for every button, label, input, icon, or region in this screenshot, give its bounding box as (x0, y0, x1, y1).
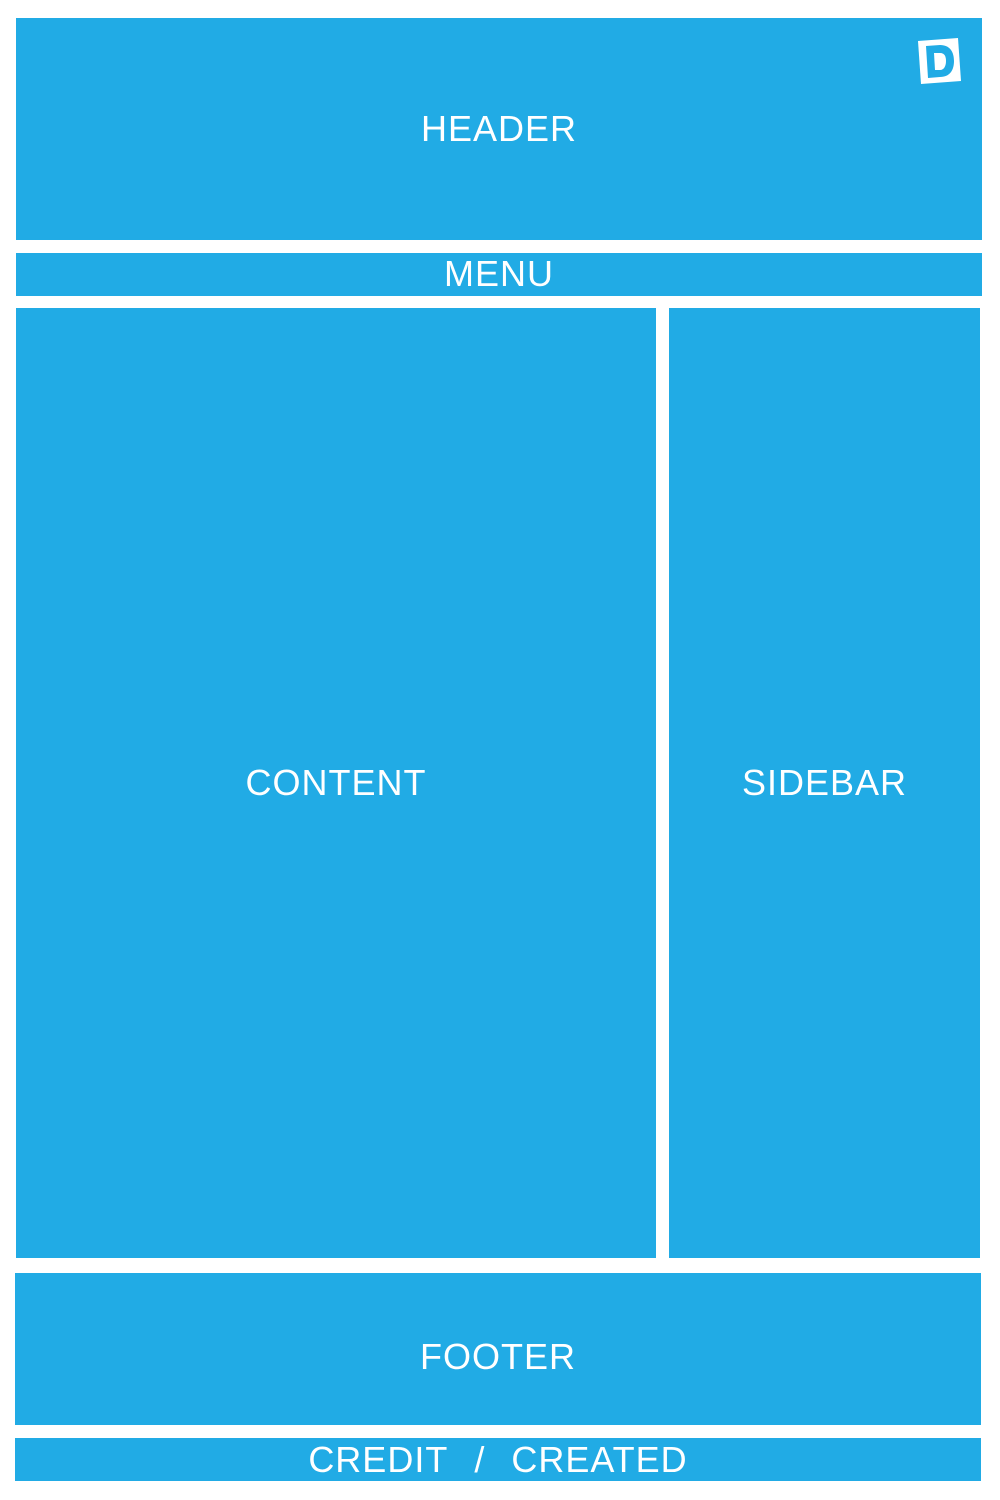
d-logo-icon (918, 38, 961, 84)
menu-block: MENU (16, 253, 982, 296)
created-label: CREATED (511, 1438, 688, 1480)
credit-block: CREDIT / CREATED (15, 1438, 981, 1481)
footer-block: FOOTER (15, 1273, 981, 1425)
credit-label: CREDIT (308, 1438, 449, 1480)
menu-label: MENU (444, 252, 554, 294)
header-label: HEADER (420, 108, 578, 149)
header-block: HEADER (16, 18, 982, 240)
footer-label: FOOTER (420, 1336, 576, 1377)
content-block: CONTENT (16, 308, 656, 1258)
credit-separator: / (474, 1438, 486, 1480)
sidebar-label: SIDEBAR (741, 762, 908, 803)
content-label: CONTENT (245, 762, 427, 803)
sidebar-block: SIDEBAR (669, 308, 980, 1258)
